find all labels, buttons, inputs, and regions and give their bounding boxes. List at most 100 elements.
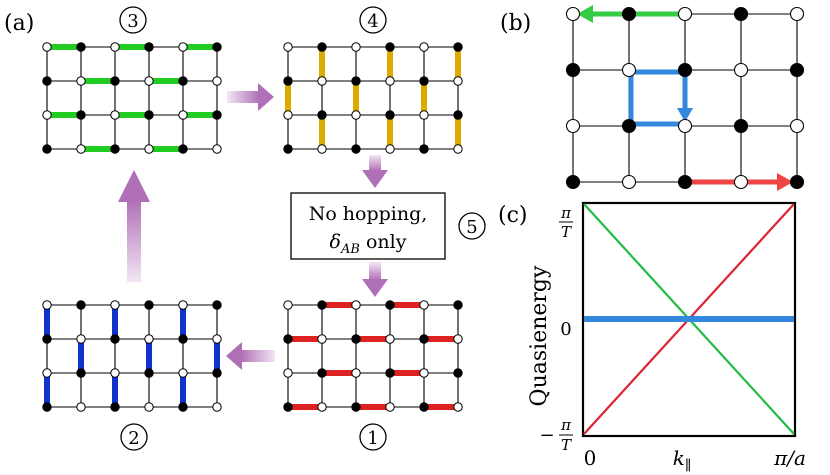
site-b	[76, 76, 86, 86]
site-b	[283, 368, 293, 378]
site-b	[317, 76, 327, 86]
xtick-k: k	[673, 446, 685, 470]
site-b	[419, 42, 429, 52]
step-4-marker: 4	[359, 6, 387, 34]
site-a	[42, 76, 52, 86]
site-b	[76, 402, 86, 412]
panel-label-c: (c)	[498, 203, 528, 228]
site-b	[317, 402, 327, 412]
site-b	[733, 62, 749, 78]
site-b	[178, 368, 188, 378]
site-b	[565, 118, 581, 134]
site-b	[76, 144, 86, 154]
arrow-4-to-5	[362, 155, 388, 188]
site-a	[76, 42, 86, 52]
xtick-zero: 0	[584, 446, 597, 470]
panel-label-b: (b)	[500, 11, 531, 36]
site-b	[110, 300, 120, 310]
site-b	[453, 334, 463, 344]
site-a	[419, 402, 429, 412]
xtick-pi-over-a: π/a	[773, 446, 806, 470]
site-a	[621, 118, 637, 134]
site-b	[621, 62, 637, 78]
site-a	[178, 144, 188, 154]
site-b	[283, 300, 293, 310]
site-a	[789, 174, 805, 190]
site-a	[144, 300, 154, 310]
lattice-step-4	[283, 42, 463, 154]
site-a	[565, 174, 581, 190]
bulk-loop-arrowhead	[677, 108, 693, 122]
arrow-3-to-4	[227, 83, 274, 111]
step-5-box: No hopping, δAB only	[290, 192, 446, 260]
site-b	[419, 300, 429, 310]
site-b	[144, 76, 154, 86]
step-4-number: 4	[367, 11, 378, 32]
site-a	[317, 300, 327, 310]
box-delta: δ	[330, 231, 341, 253]
step-1-number: 1	[367, 428, 378, 449]
site-b	[178, 42, 188, 52]
site-a	[212, 368, 222, 378]
site-a	[178, 402, 188, 412]
site-a	[110, 144, 120, 154]
site-a	[144, 42, 154, 52]
site-b	[212, 402, 222, 412]
ytick-top-den: T	[561, 223, 572, 241]
arrow-2-to-3	[118, 170, 150, 282]
ytick-top-num: π	[560, 204, 572, 222]
site-b	[385, 402, 395, 412]
ytick-bottom: − π T	[539, 416, 573, 454]
site-b	[453, 76, 463, 86]
site-b	[283, 42, 293, 52]
ytick-zero: 0	[560, 319, 571, 340]
lattice-panel-b	[565, 5, 805, 191]
site-a	[317, 368, 327, 378]
site-b	[419, 368, 429, 378]
site-a	[76, 110, 86, 120]
loop-spacer	[631, 72, 683, 124]
site-a	[212, 300, 222, 310]
site-b	[144, 402, 154, 412]
ytick-bottom-num: π	[560, 416, 572, 434]
site-a	[144, 110, 154, 120]
xtick-par: ∥	[685, 458, 691, 474]
site-a	[178, 76, 188, 86]
box-subscript: AB	[340, 242, 360, 257]
site-a	[621, 6, 637, 22]
step-1-marker: 1	[359, 423, 387, 451]
site-b	[42, 42, 52, 52]
site-b	[677, 6, 693, 22]
site-a	[351, 76, 361, 86]
step-5-marker: 5	[458, 212, 486, 240]
site-a	[733, 118, 749, 134]
step-2-marker: 2	[120, 423, 148, 451]
site-b	[419, 110, 429, 120]
site-a	[351, 402, 361, 412]
site-a	[317, 110, 327, 120]
site-a	[42, 402, 52, 412]
site-a	[317, 42, 327, 52]
site-a	[110, 334, 120, 344]
site-b	[212, 76, 222, 86]
site-a	[212, 42, 222, 52]
site-a	[110, 402, 120, 412]
site-a	[212, 110, 222, 120]
step-3-number: 3	[127, 11, 138, 32]
site-b	[351, 42, 361, 52]
site-a	[419, 144, 429, 154]
site-a	[76, 368, 86, 378]
site-b	[317, 144, 327, 154]
quasienergy-plot: π T 0 − π T Quasienergy 0 k∥ π/a	[527, 201, 806, 474]
plot-lines	[583, 203, 795, 435]
site-b	[110, 368, 120, 378]
site-b	[110, 42, 120, 52]
lattice-step-1	[283, 300, 463, 412]
site-a	[283, 334, 293, 344]
site-a	[453, 42, 463, 52]
site-a	[42, 334, 52, 344]
xtick-kpar: k∥	[673, 446, 692, 474]
site-b	[385, 334, 395, 344]
site-a	[351, 144, 361, 154]
